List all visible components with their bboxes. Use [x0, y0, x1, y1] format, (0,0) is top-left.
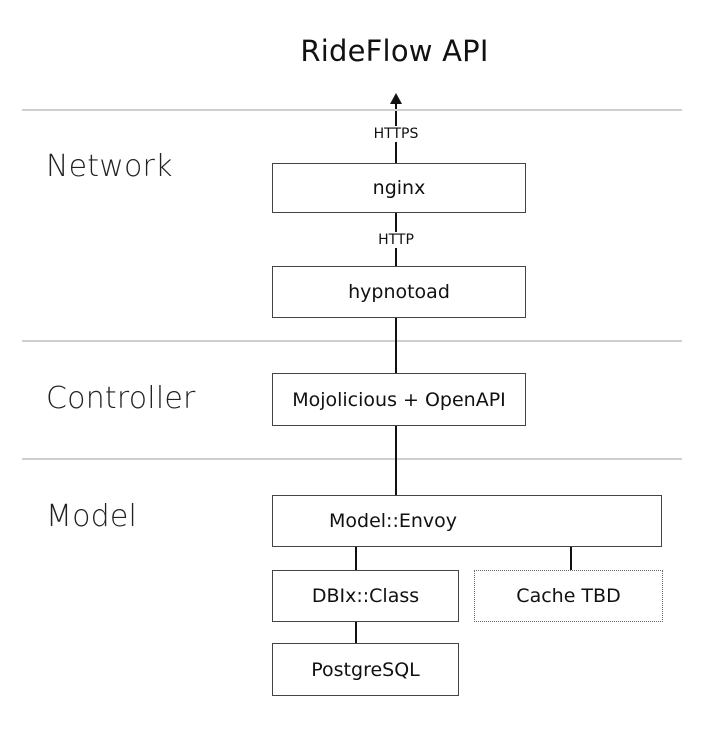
divider-network-controller	[22, 340, 682, 342]
diagram-title: RideFlow API	[300, 34, 489, 68]
connector-envoy-cache	[570, 547, 572, 571]
connector-mojolicious-envoy	[395, 426, 397, 496]
box-postgresql: PostgreSQL	[272, 643, 459, 696]
layer-label-model: Model	[46, 499, 138, 534]
connector-dbix-postgres	[355, 622, 357, 644]
box-model-envoy: Model::Envoy	[272, 495, 662, 547]
edge-label-http: HTTP	[356, 232, 436, 248]
box-nginx: nginx	[272, 163, 526, 213]
box-cache-tbd: Cache TBD	[474, 570, 663, 622]
edge-label-https: HTTPS	[356, 126, 436, 142]
layer-label-controller: Controller	[46, 381, 196, 416]
divider-top	[22, 109, 682, 111]
connector-hypnotoad-mojolicious	[395, 318, 397, 374]
box-hypnotoad: hypnotoad	[272, 266, 526, 318]
box-mojolicious: Mojolicious + OpenAPI	[272, 373, 526, 426]
box-dbix-class: DBIx::Class	[272, 570, 459, 622]
arrow-up-icon	[390, 93, 402, 104]
connector-envoy-dbix	[355, 547, 357, 571]
layer-label-network: Network	[46, 149, 173, 184]
divider-controller-model	[22, 458, 682, 460]
